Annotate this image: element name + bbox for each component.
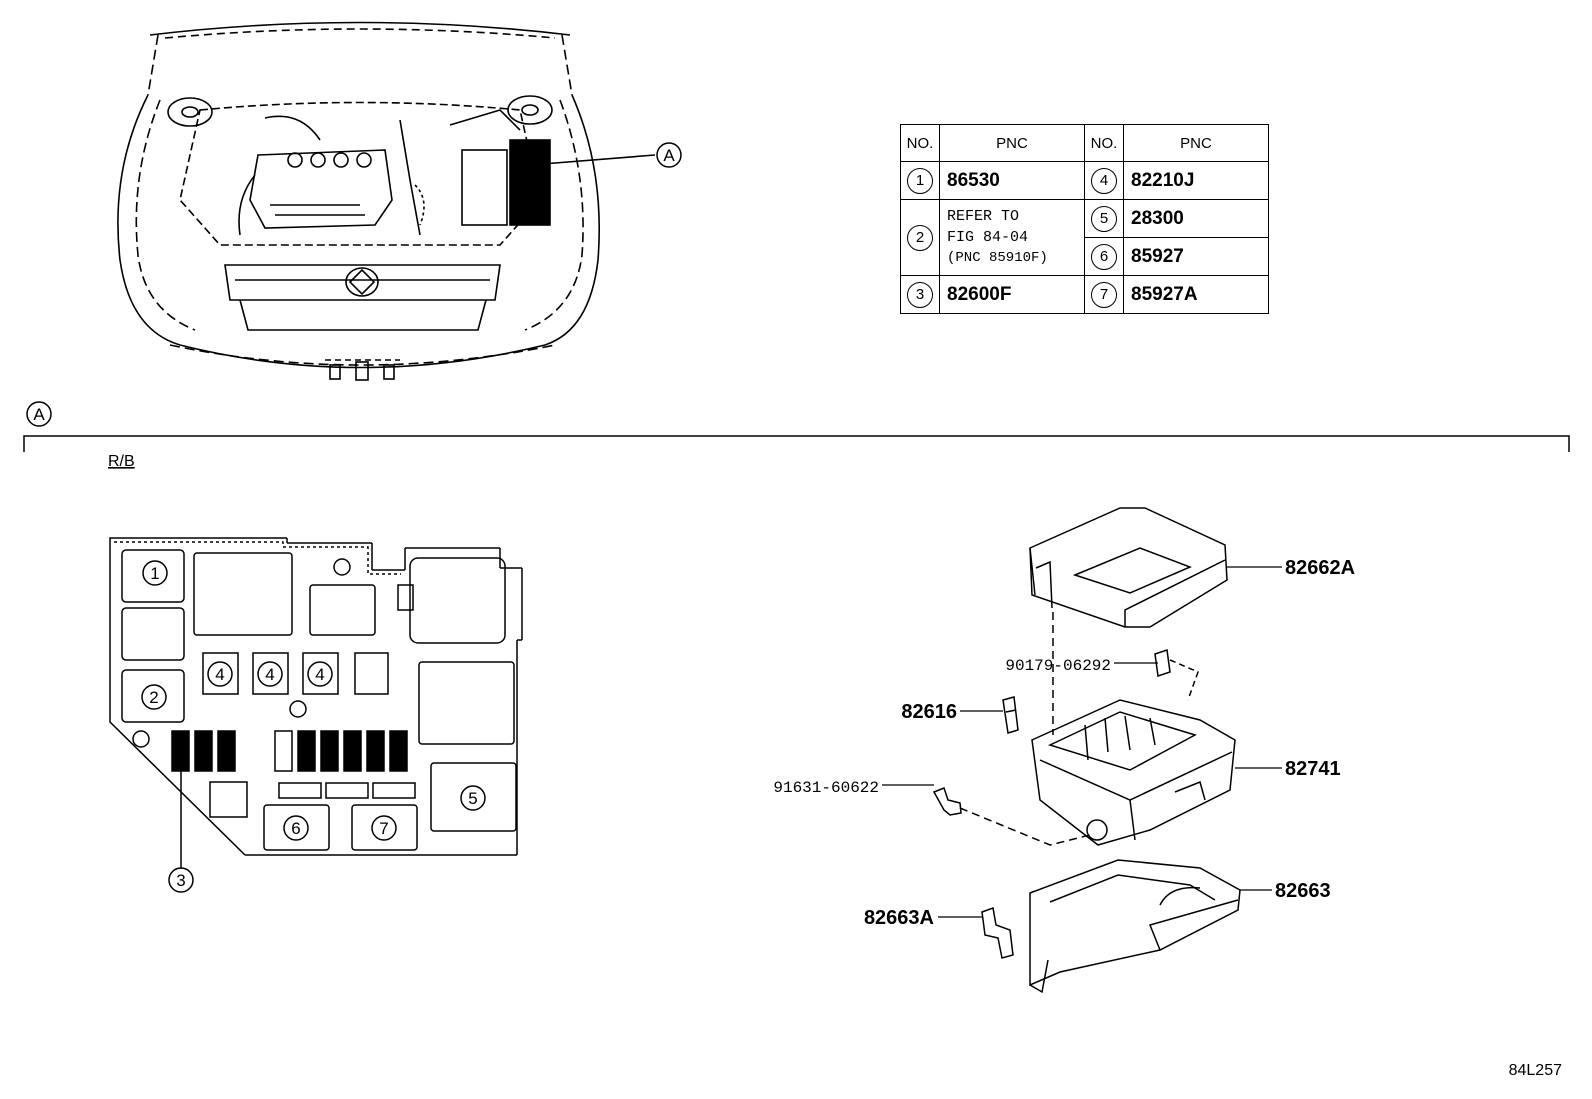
- row-pnc: 82210J: [1123, 161, 1269, 200]
- callout-5: 5: [460, 785, 486, 811]
- svg-text:5: 5: [468, 789, 477, 808]
- row-pnc: 82600F: [939, 275, 1085, 314]
- row-number: 6: [1091, 243, 1117, 270]
- header-pnc-right: PNC: [1123, 124, 1269, 162]
- callout-2: 2: [141, 684, 167, 710]
- relay-box-layout: [109, 537, 523, 875]
- section-a-label: A: [33, 405, 45, 424]
- row-pnc-reference: REFER TO FIG 84-04 (PNC 85910F): [939, 199, 1085, 276]
- part-label-fuse-puller: 82616: [901, 701, 957, 723]
- row-number: 5: [1091, 205, 1117, 232]
- view-marker-label: A: [663, 146, 675, 165]
- table-row: 1 86530 4 82210J: [900, 161, 1269, 200]
- header-no-left: NO.: [900, 124, 940, 162]
- exploded-leaders: [882, 566, 1282, 918]
- reference-line-3: (PNC 85910F): [947, 250, 1048, 266]
- table-row: 3 82600F 7 85927A: [900, 275, 1269, 314]
- view-marker-callout: A: [656, 142, 682, 168]
- row-pnc: 86530: [939, 161, 1085, 200]
- section-divider: [23, 435, 1570, 452]
- part-label-block: 82741: [1285, 758, 1341, 780]
- row-pnc: 85927: [1123, 237, 1269, 276]
- reference-line-1: REFER TO: [947, 208, 1020, 225]
- row-number: 3: [907, 281, 933, 308]
- part-label-bolt: 91631-60622: [773, 779, 879, 797]
- exploded-view: [932, 507, 1241, 994]
- svg-text:4: 4: [215, 665, 224, 684]
- row-number: 4: [1091, 167, 1117, 194]
- part-label-cover: 82662A: [1285, 557, 1355, 579]
- callout-6: 6: [283, 815, 309, 841]
- row-pnc: 28300: [1123, 199, 1269, 238]
- relay-box-callouts: 1 2 3 4 4 4 5 6: [141, 560, 486, 893]
- svg-text:7: 7: [379, 819, 388, 838]
- table-row: 2 REFER TO FIG 84-04 (PNC 85910F) 5 2830…: [900, 199, 1269, 276]
- svg-text:3: 3: [176, 871, 185, 890]
- header-no-right: NO.: [1084, 124, 1124, 162]
- callout-4c: 4: [307, 661, 333, 687]
- rb-label: R/B: [108, 453, 135, 470]
- svg-text:4: 4: [265, 665, 274, 684]
- table-row: 6 85927: [901, 237, 1269, 276]
- section-a-marker: A: [26, 401, 52, 427]
- pnc-table: NO. PNC NO. PNC 1 86530 4 82210J 2 REFER…: [900, 124, 1269, 314]
- callout-7: 7: [371, 815, 397, 841]
- part-label-lower-case: 82663: [1275, 880, 1331, 902]
- part-label-clip: 90179-06292: [1005, 657, 1111, 675]
- row-number: 1: [907, 167, 933, 194]
- row-number: 7: [1091, 281, 1117, 308]
- header-pnc-left: PNC: [939, 124, 1085, 162]
- reference-line-2: FIG 84-04: [947, 229, 1029, 246]
- callout-3: 3: [168, 867, 194, 893]
- callout-4b: 4: [257, 661, 283, 687]
- svg-text:2: 2: [149, 688, 158, 707]
- svg-text:4: 4: [315, 665, 324, 684]
- row-pnc: 85927A: [1123, 275, 1269, 314]
- svg-text:6: 6: [291, 819, 300, 838]
- callout-4a: 4: [207, 661, 233, 687]
- row-number: 2: [907, 224, 933, 251]
- svg-text:1: 1: [150, 564, 159, 583]
- engine-bay-sketch: [117, 21, 656, 381]
- pnc-table-header: NO. PNC NO. PNC: [900, 124, 1269, 162]
- callout-1: 1: [142, 560, 168, 586]
- part-label-bracket: 82663A: [864, 907, 934, 929]
- figure-code: 84L257: [1509, 1062, 1562, 1079]
